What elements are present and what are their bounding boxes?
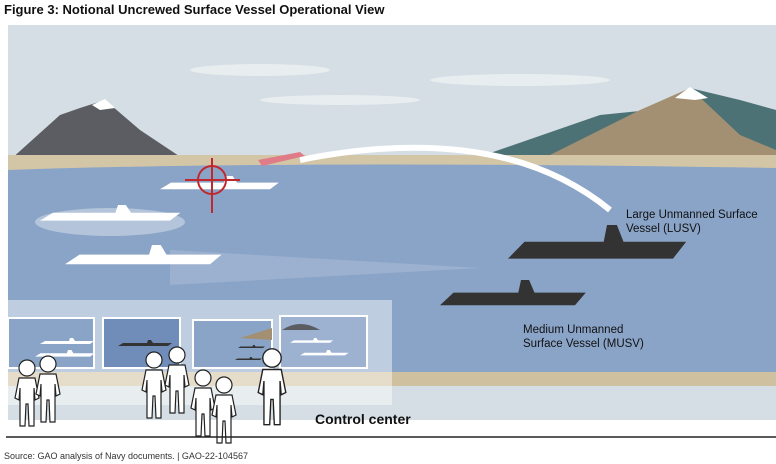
lusv-label: Large Unmanned Surface Vessel (LUSV) — [626, 208, 758, 236]
screen-3 — [192, 319, 273, 369]
missile-trail — [299, 144, 612, 213]
musv-label-line2: Surface Vessel (MUSV) — [523, 338, 644, 350]
musv-label: Medium Unmanned Surface Vessel (MUSV) — [523, 323, 644, 351]
source-note: Source: GAO analysis of Navy documents. … — [4, 451, 248, 461]
lusv-label-line2: Vessel (LUSV) — [626, 223, 701, 235]
left-mountain — [10, 100, 185, 160]
control-center-label: Control center — [315, 411, 411, 427]
right-mountain-brown — [540, 88, 776, 162]
missile-icon — [258, 152, 305, 166]
lusv-label-line1: Large Unmanned Surface — [626, 209, 758, 221]
targeting-reticle-icon — [185, 158, 240, 213]
musv-label-line1: Medium Unmanned — [523, 324, 624, 336]
figure-title: Figure 3: Notional Uncrewed Surface Vess… — [4, 2, 385, 17]
